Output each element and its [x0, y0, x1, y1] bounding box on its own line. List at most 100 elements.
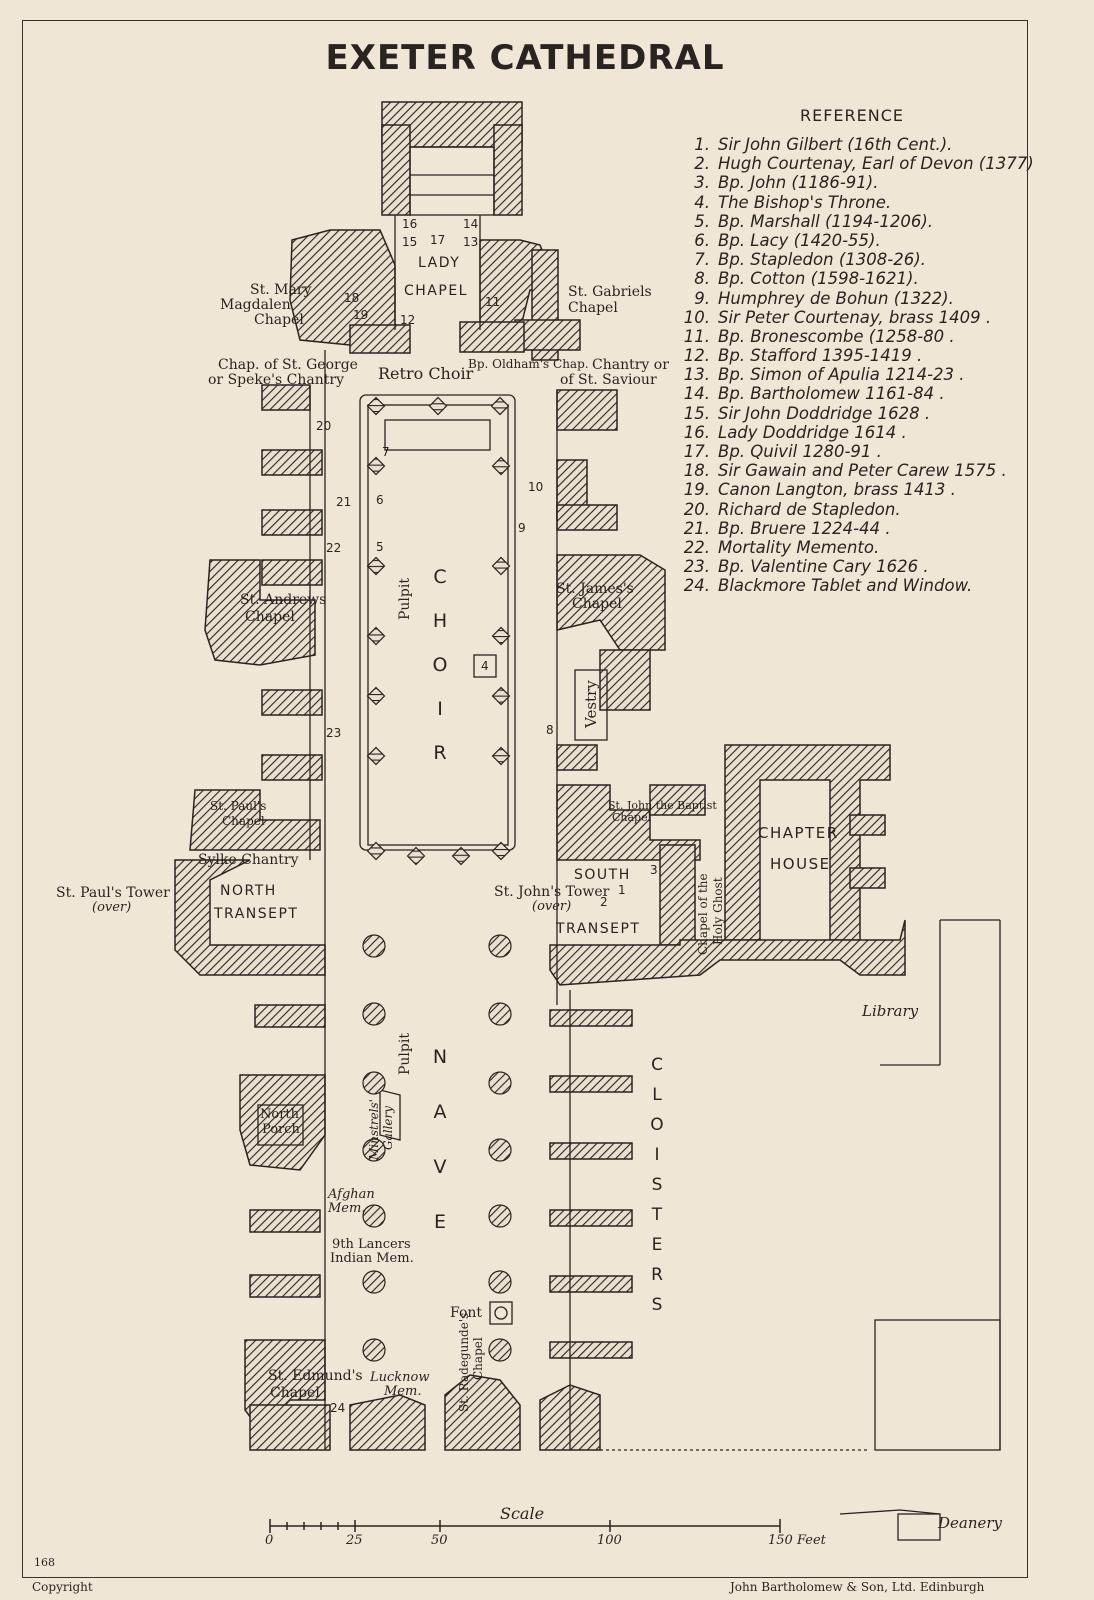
label-nave-v: V	[433, 1156, 447, 1178]
plan-number-9: 9	[518, 521, 526, 535]
reference-text: Bp. Stafford 1395-1419 .	[718, 346, 923, 366]
reference-number: 19.	[683, 480, 710, 500]
label-st-james-2: Chapel	[572, 596, 622, 612]
label-cloisters-t: T	[651, 1205, 663, 1225]
reference-number: 8.	[694, 269, 710, 289]
plan-number-6: 6	[376, 493, 384, 507]
label-cloisters-i: I	[654, 1145, 660, 1165]
reference-number: 21.	[683, 518, 710, 538]
scale-title: Scale	[500, 1504, 545, 1523]
reference-item: 3.Bp. John (1186-91).	[672, 173, 1034, 192]
label-st-mary-2: Magdalen	[220, 297, 291, 313]
plan-number-22: 22	[326, 541, 342, 555]
reference-text: Bp. John (1186-91).	[718, 173, 879, 193]
reference-item: 15.Sir John Doddridge 1628 .	[672, 404, 1034, 423]
reference-item: 8.Bp. Cotton (1598-1621).	[672, 269, 1034, 288]
plan-number-19: 19	[353, 308, 369, 322]
label-font: Font	[450, 1305, 483, 1321]
reference-text: Bp. Stapledon (1308-26).	[718, 250, 926, 270]
plan-number-3: 3	[650, 863, 658, 877]
label-lancers-2: Indian Mem.	[330, 1251, 414, 1266]
label-cloisters-e: E	[651, 1235, 663, 1255]
label-lucknow-2: Mem.	[384, 1384, 422, 1399]
label-st-john-baptist-2: Chapel	[612, 811, 652, 824]
reference-item: 22.Mortality Memento.	[672, 538, 1034, 557]
label-nave-n: N	[432, 1046, 448, 1068]
label-st-edmund-2: Chapel	[270, 1385, 320, 1401]
label-st-mary-1: St. Mary	[250, 282, 312, 298]
reference-item: 19. Canon Langton, brass 1413 .	[672, 480, 1034, 499]
reference-item: 7. Bp. Stapledon (1308-26).	[672, 250, 1034, 269]
plan-number-17: 17	[430, 233, 446, 247]
plan-number-23: 23	[326, 726, 342, 740]
scale-tick-100: 100	[597, 1533, 622, 1548]
label-st-george-1: Chap. of St. George	[218, 357, 358, 373]
reference-number: 10.	[683, 307, 710, 327]
reference-text: Bp. Bartholomew 1161-84 .	[718, 384, 945, 404]
plan-number-5: 5	[376, 540, 384, 554]
label-cloisters-s1: S	[651, 1175, 663, 1195]
label-pulpit-choir: Pulpit	[397, 578, 413, 620]
label-house: HOUSE	[770, 855, 831, 873]
reference-text: Hugh Courtenay, Earl of Devon (1377)	[718, 154, 1034, 174]
label-st-james-1: St. James's	[556, 581, 634, 597]
reference-text: The Bishop's Throne.	[718, 192, 892, 212]
scale-tick-150: 150 Feet	[768, 1533, 826, 1548]
plan-number-20: 20	[316, 419, 332, 433]
reference-number: 12.	[683, 346, 710, 366]
reference-text: Bp. Simon of Apulia 1214-23 .	[718, 365, 965, 385]
label-cloisters-s2: S	[651, 1295, 663, 1315]
plan-number-4: 4	[481, 659, 489, 673]
label-st-saviour-2: of St. Saviour	[560, 372, 657, 388]
label-north-porch-2: Porch	[262, 1122, 300, 1137]
label-lancers-1: 9th Lancers	[332, 1237, 411, 1252]
choir-piers	[366, 396, 511, 866]
label-st-andrew-1: St. Andrews	[240, 592, 327, 608]
label-afghan-1: Afghan	[328, 1187, 375, 1202]
reference-number: 7.	[694, 250, 710, 270]
label-deanery: Deanery	[938, 1514, 1003, 1532]
label-st-john-tower: St. John's Tower	[494, 884, 610, 900]
publisher: John Bartholomew & Son, Ltd. Edinburgh	[730, 1580, 985, 1594]
reference-number: 2.	[694, 154, 710, 174]
label-north-porch-1: North	[260, 1107, 300, 1122]
label-st-saviour-1: Chantry or	[592, 357, 669, 373]
reference-number: 11.	[683, 326, 710, 346]
reference-text: Sir Peter Courtenay, brass 1409 .	[718, 307, 992, 327]
label-choir-r: R	[433, 742, 447, 764]
reference-number: 4.	[694, 192, 710, 212]
plan-number-15: 15	[402, 235, 418, 249]
reference-item: 6.Bp. Lacy (1420-55).	[672, 231, 1034, 250]
label-north: NORTH	[220, 883, 277, 899]
plan-number-2: 2	[600, 895, 608, 909]
reference-number: 13.	[683, 365, 710, 385]
reference-text: Canon Langton, brass 1413 .	[718, 480, 956, 500]
label-lady: LADY	[418, 255, 461, 271]
label-st-mary-3: Chapel	[254, 312, 304, 328]
reference-item: 24.Blackmore Tablet and Window.	[672, 576, 1034, 595]
reference-number: 6.	[694, 230, 710, 250]
label-library: Library	[862, 1002, 919, 1020]
plan-number-13: 13	[463, 235, 479, 249]
label-chapter: CHAPTER	[758, 824, 839, 842]
reference-item: 12. Bp. Stafford 1395-1419 .	[672, 346, 1034, 365]
label-cloisters-r: R	[651, 1265, 663, 1285]
reference-item: 13. Bp. Simon of Apulia 1214-23 .	[672, 365, 1034, 384]
reference-text: Bp. Bronescombe (1258-80 .	[718, 326, 955, 346]
copyright: Copyright	[32, 1580, 93, 1594]
reference-number: 14.	[683, 384, 710, 404]
label-st-paul-tower: St. Paul's Tower	[56, 885, 170, 901]
label-minstrels-1: Minstrels'	[367, 1099, 381, 1160]
reference-item: 23.Bp. Valentine Cary 1626 .	[672, 557, 1034, 576]
plan-number-16: 16	[402, 217, 418, 231]
reference-item: 10. Sir Peter Courtenay, brass 1409 .	[672, 308, 1034, 327]
scale-tick-50: 50	[431, 1533, 448, 1548]
label-oldham: Bp. Oldham's Chap.	[468, 357, 589, 371]
label-holy-ghost-2: Holy Ghost	[711, 877, 725, 945]
plan-number-7: 7	[382, 445, 390, 459]
label-st-paul-2: Chapel	[222, 814, 265, 828]
label-choir-i: I	[437, 698, 443, 720]
reference-item: 20.Richard de Stapledon.	[672, 500, 1034, 519]
map-title: EXETER CATHEDRAL	[325, 38, 725, 78]
